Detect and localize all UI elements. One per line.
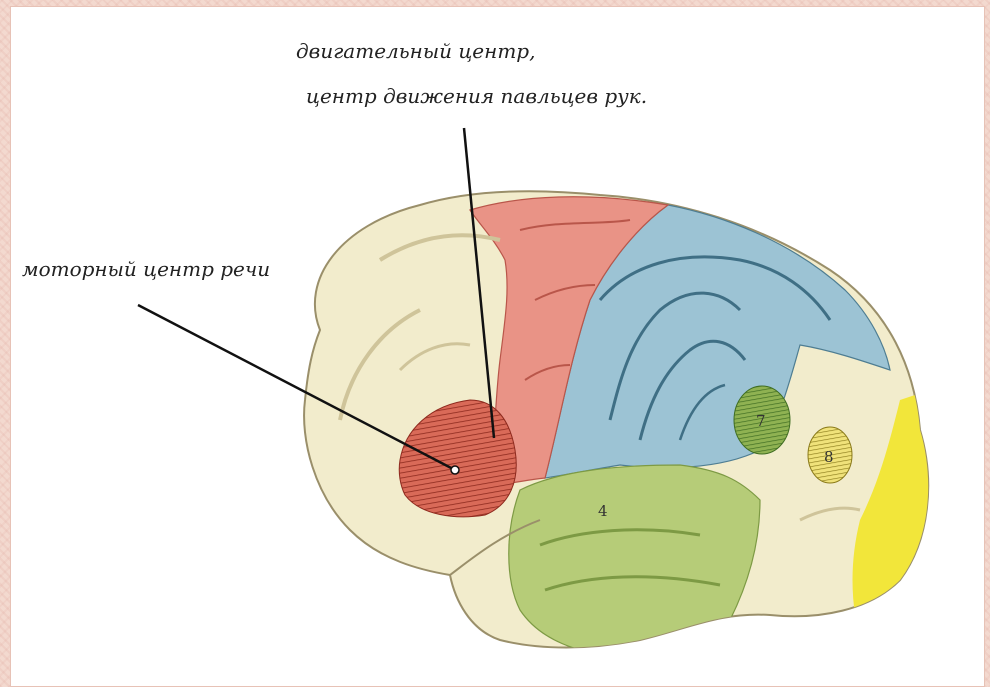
temporal-zone <box>509 465 760 655</box>
finger-center-label: центр движения павльцев рук. <box>306 84 647 108</box>
temporal-region-number: 4 <box>598 502 608 520</box>
region-7-number: 7 <box>756 412 766 430</box>
speech-motor-center-label: моторный центр речи <box>22 257 270 281</box>
motor-center-label: двигательный центр, <box>296 39 535 63</box>
region-8-number: 8 <box>824 448 834 466</box>
